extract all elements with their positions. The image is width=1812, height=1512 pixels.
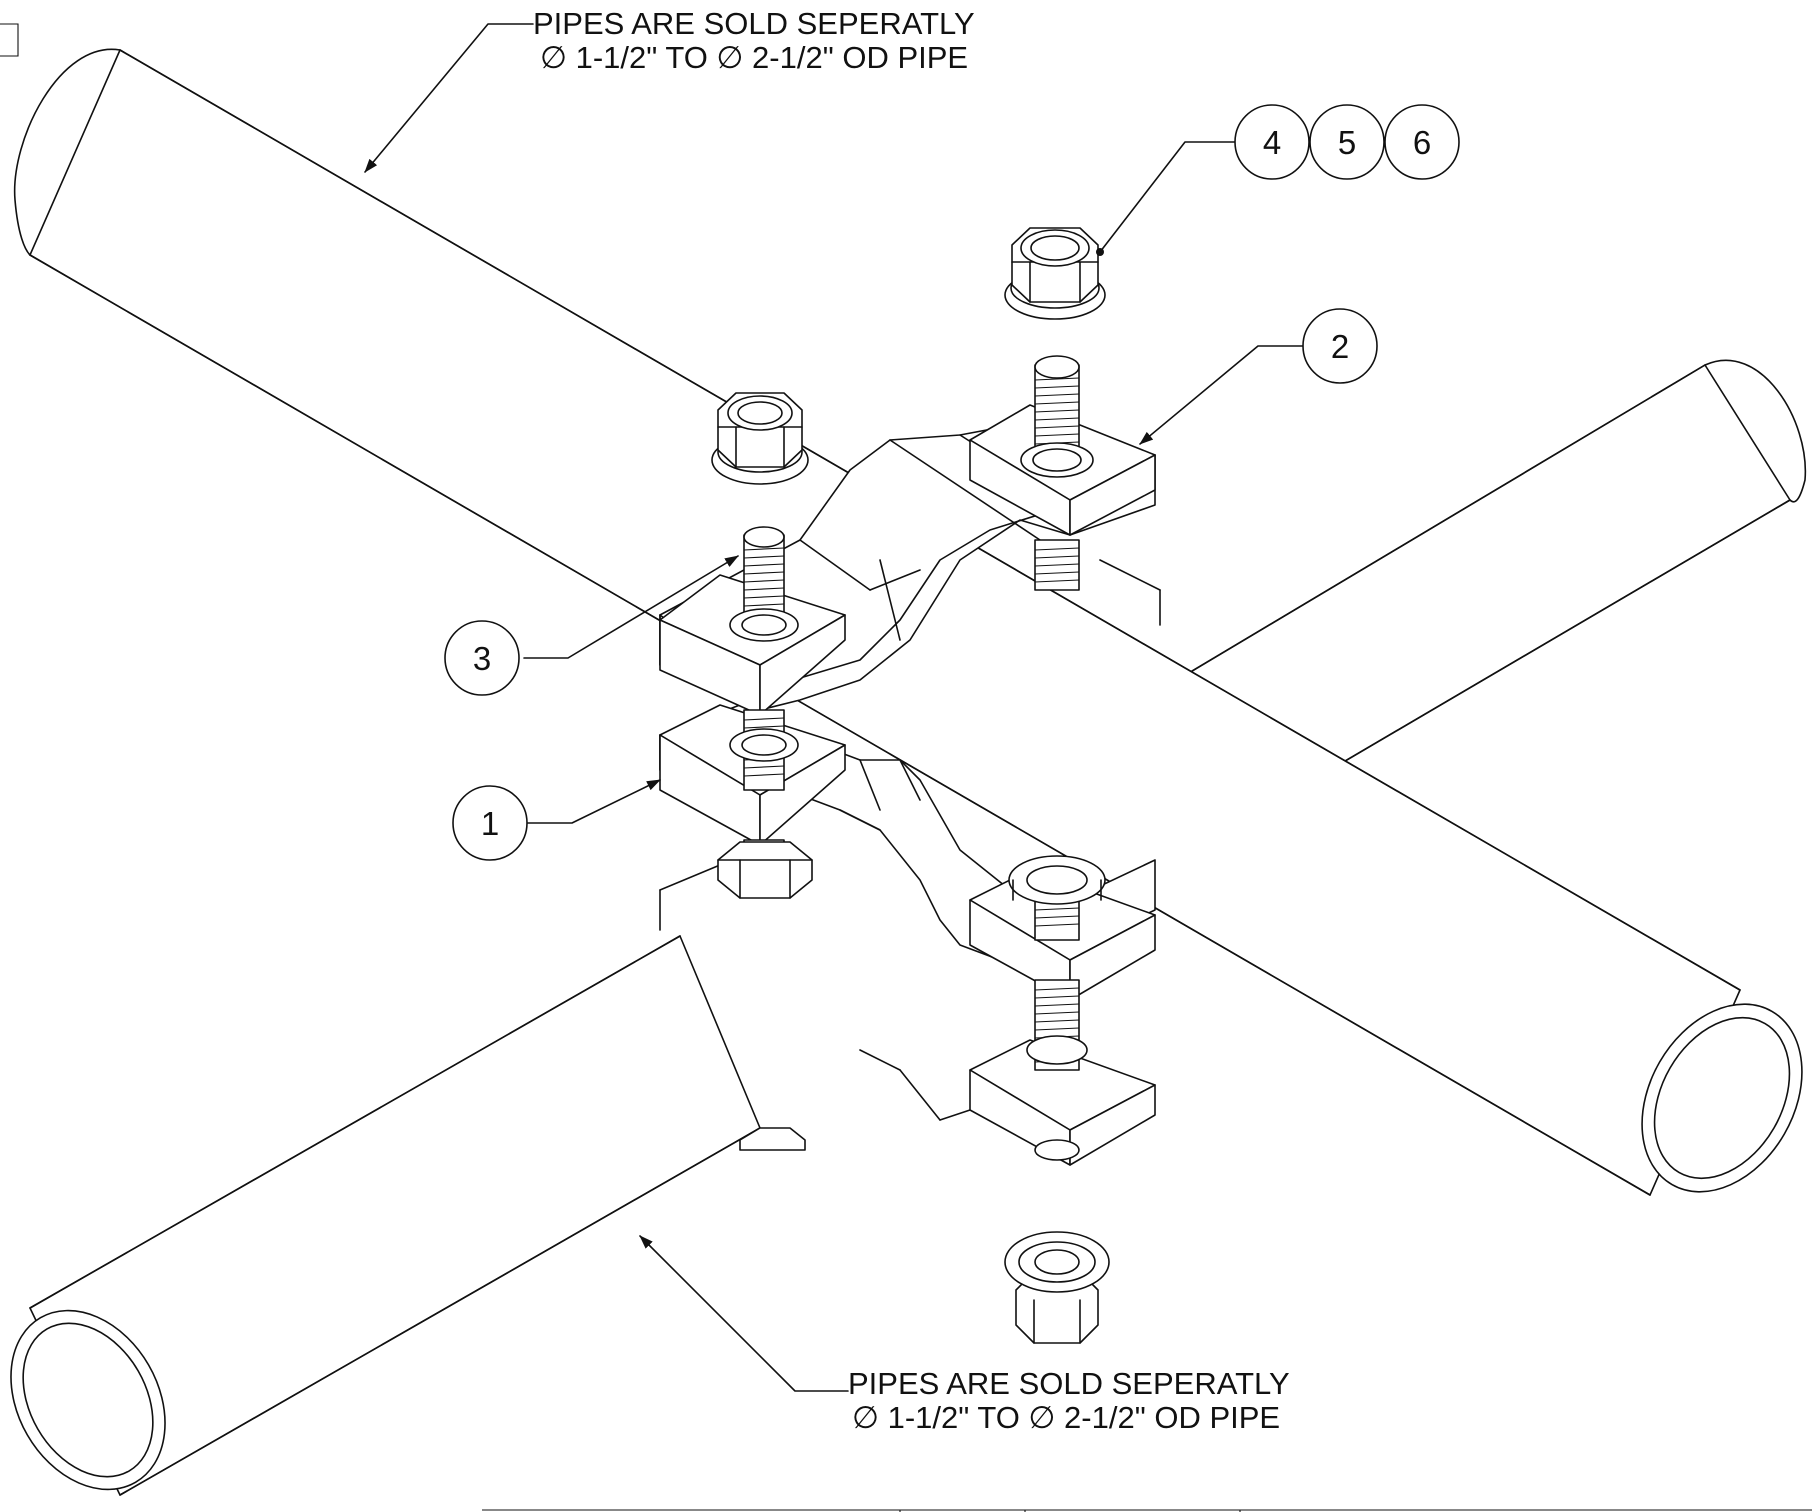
balloon-1: 1 <box>452 785 528 861</box>
balloon-5: 5 <box>1309 104 1385 180</box>
title-block-corner <box>0 23 19 57</box>
washer-lower-right <box>1026 1035 1088 1065</box>
balloon-5-label: 5 <box>1338 124 1356 161</box>
balloon-2: 2 <box>1302 308 1378 384</box>
balloon-4: 4 <box>1234 104 1310 180</box>
note-bottom: PIPES ARE SOLD SEPERATLY ∅ 1-1/2" TO ∅ 2… <box>848 1366 1290 1435</box>
note-top-line2: ∅ 1-1/2" TO ∅ 2-1/2" OD PIPE <box>540 40 968 75</box>
washer-upper-right <box>1020 442 1094 478</box>
leader-balloon-2 <box>1139 345 1304 445</box>
leader-balloon-3 <box>523 555 739 659</box>
balloon-2-label: 2 <box>1331 328 1349 365</box>
note-top: PIPES ARE SOLD SEPERATLY ∅ 1-1/2" TO ∅ 2… <box>533 6 975 75</box>
leader-balloon-456 <box>1096 141 1237 256</box>
washer-middle-right <box>1008 855 1106 905</box>
note-bottom-line2: ∅ 1-1/2" TO ∅ 2-1/2" OD PIPE <box>852 1400 1280 1435</box>
hex-nut-top-left <box>711 392 809 485</box>
washer-middle-left <box>729 728 799 762</box>
balloon-1-label: 1 <box>481 805 499 842</box>
balloon-3-label: 3 <box>473 640 491 677</box>
washer-upper-left <box>729 608 799 642</box>
leader-top-note <box>364 23 534 173</box>
balloon-3: 3 <box>444 620 520 696</box>
leader-bottom-note <box>639 1235 849 1392</box>
note-bottom-line1: PIPES ARE SOLD SEPERATLY <box>848 1366 1290 1401</box>
hex-nut-underside-left <box>739 1127 806 1151</box>
balloon-6: 6 <box>1384 104 1460 180</box>
hex-nut-top-right <box>1004 227 1106 320</box>
balloon-6-label: 6 <box>1413 124 1431 161</box>
leader-balloon-1 <box>527 779 661 824</box>
hex-nut-bottom <box>1004 1231 1110 1344</box>
note-top-line1: PIPES ARE SOLD SEPERATLY <box>533 6 975 41</box>
hex-nut-middle-left <box>717 841 813 899</box>
balloon-4-label: 4 <box>1263 124 1281 161</box>
